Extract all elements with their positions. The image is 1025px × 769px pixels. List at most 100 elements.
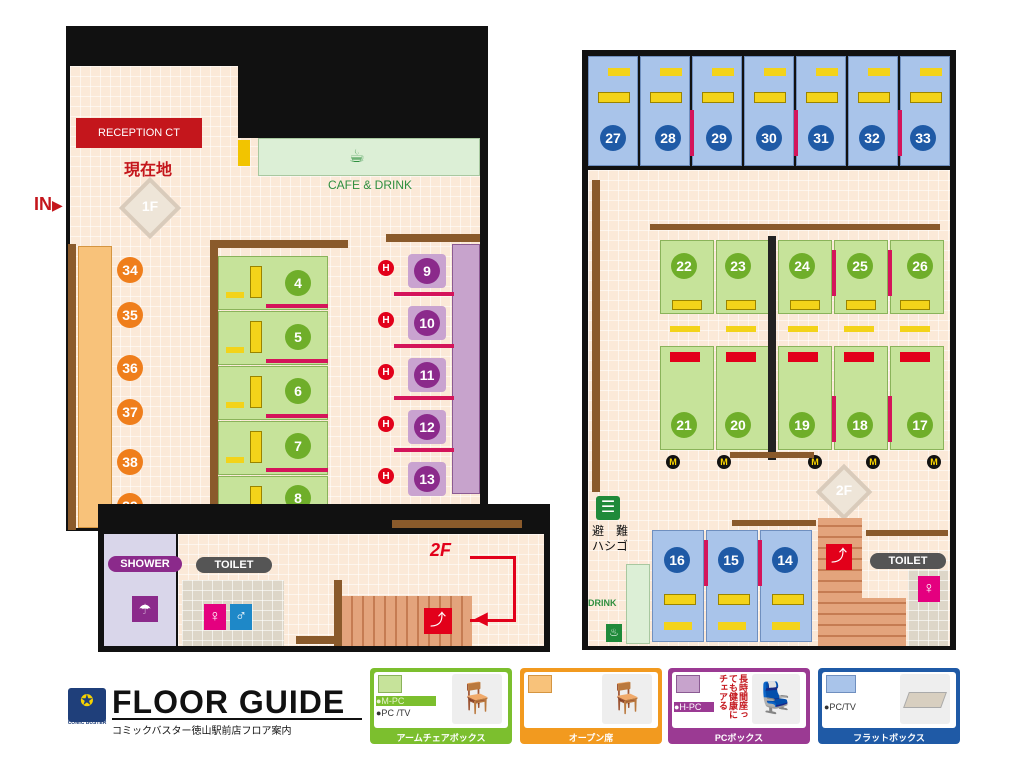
seat-17[interactable]: 17 <box>907 412 933 438</box>
seat-32[interactable]: 32 <box>859 125 885 151</box>
reception-counter <box>76 118 202 148</box>
seat-26[interactable]: 26 <box>907 253 933 279</box>
entrance-text: IN <box>34 194 52 214</box>
2f-flat-bottom-wall <box>732 520 816 526</box>
floor-guide-underline <box>112 718 362 720</box>
legend-pcbox-note: 長時間座っても健康にチェアる <box>718 674 748 719</box>
stairs-icon-2f: ⤴ <box>826 544 852 570</box>
seat-23[interactable]: 23 <box>725 253 751 279</box>
seat-28[interactable]: 28 <box>655 125 681 151</box>
red-monitor-19 <box>788 352 818 362</box>
2f-partition-17 <box>888 396 892 442</box>
monitor-29 <box>712 68 734 76</box>
keyboard-32 <box>858 92 890 103</box>
seat-19[interactable]: 19 <box>789 412 815 438</box>
toilet-male-icon: ♂ <box>230 604 252 630</box>
seat-9[interactable]: 9 <box>414 258 440 284</box>
armchair-box-21[interactable] <box>660 346 714 450</box>
seat-4[interactable]: 4 <box>285 270 311 296</box>
pcbox-wall-top <box>386 234 480 242</box>
m-pc-icon-20: M <box>717 455 731 469</box>
open-photo-icon: 🪑 <box>602 674 652 724</box>
pcbox-partition-9 <box>394 292 454 296</box>
stair-wall-1f <box>334 580 342 646</box>
seat-11[interactable]: 11 <box>414 362 440 388</box>
armchair-wall-top <box>210 240 348 248</box>
h-pc-icon-11: H <box>378 364 394 380</box>
seat-16[interactable]: 16 <box>664 547 690 573</box>
m-pc-icon-18: M <box>866 455 880 469</box>
drink-label: DRINK <box>588 598 617 608</box>
h-pc-icon-10: H <box>378 312 394 328</box>
seat-37[interactable]: 37 <box>117 399 143 425</box>
legend-flat-line1: ●PC/TV <box>824 702 856 712</box>
keyboard-26 <box>900 300 930 310</box>
keyboard-5 <box>250 321 262 353</box>
seat-38[interactable]: 38 <box>117 449 143 475</box>
stairs-2f-label: 2F <box>430 540 452 560</box>
pcbox-partition-10 <box>394 344 454 348</box>
seat-7[interactable]: 7 <box>285 433 311 459</box>
seat-27[interactable]: 27 <box>600 125 626 151</box>
brown-ledge-1f <box>392 520 522 528</box>
legend-flat-title: フラットボックス <box>853 732 925 743</box>
toilet-female-icon: ♀ <box>204 604 226 630</box>
seat-30[interactable]: 30 <box>756 125 782 151</box>
red-monitor-17 <box>900 352 930 362</box>
h-pc-icon-13: H <box>378 468 394 484</box>
seat-24[interactable]: 24 <box>789 253 815 279</box>
floor-2f-marker-label: 2F <box>835 482 853 498</box>
monitor-23 <box>726 326 756 332</box>
floor-1f-top-block <box>238 30 484 138</box>
red-monitor-18 <box>844 352 874 362</box>
seat-20[interactable]: 20 <box>725 412 751 438</box>
monitor-28 <box>660 68 682 76</box>
seat-31[interactable]: 31 <box>808 125 834 151</box>
2f-partition-24 <box>832 250 836 296</box>
seat-12[interactable]: 12 <box>414 414 440 440</box>
seat-22[interactable]: 22 <box>671 253 697 279</box>
2f-armchair-divider <box>768 236 776 460</box>
keyboard-22 <box>672 300 702 310</box>
flat-partition-15 <box>704 540 708 586</box>
seat-21[interactable]: 21 <box>671 412 697 438</box>
seat-35[interactable]: 35 <box>117 302 143 328</box>
seat-10[interactable]: 10 <box>414 310 440 336</box>
stairs-route-line <box>470 556 516 622</box>
pcbox-strip <box>452 244 480 494</box>
seat-14[interactable]: 14 <box>772 547 798 573</box>
seat-15[interactable]: 15 <box>718 547 744 573</box>
armchair-box-7[interactable] <box>218 421 328 475</box>
legend-pcbox-swatch <box>676 675 700 693</box>
legend-flat-swatch <box>826 675 856 693</box>
seat-29[interactable]: 29 <box>706 125 732 151</box>
2f-partition-25 <box>888 250 892 296</box>
seat-5[interactable]: 5 <box>285 324 311 350</box>
flat-partition-28 <box>690 110 694 156</box>
m-pc-icon-19: M <box>808 455 822 469</box>
armchair-box-5[interactable] <box>218 311 328 365</box>
legend-open-swatch <box>528 675 552 693</box>
evac-ladder-icon: ☰ <box>596 496 620 520</box>
seat-25[interactable]: 25 <box>847 253 873 279</box>
seat-6[interactable]: 6 <box>285 378 311 404</box>
seat-18[interactable]: 18 <box>847 412 873 438</box>
reception-label: RECEPTION CT <box>98 127 180 139</box>
seat-36[interactable]: 36 <box>117 355 143 381</box>
seat-33[interactable]: 33 <box>910 125 936 151</box>
armchair-box-4[interactable] <box>218 256 328 310</box>
monitor-33 <box>920 68 942 76</box>
seat-34[interactable]: 34 <box>117 257 143 283</box>
keyboard-6 <box>250 376 262 408</box>
evac-label-2: ハシゴ <box>592 539 629 553</box>
cafe-cup-icon: ☕ <box>348 146 366 166</box>
seat-13[interactable]: 13 <box>414 466 440 492</box>
monitor-32 <box>868 68 890 76</box>
open-seat-wall <box>68 244 76 530</box>
m-pc-icon-21: M <box>666 455 680 469</box>
keyboard-4 <box>250 266 262 298</box>
monitor-6 <box>226 402 244 408</box>
floor-guide-title: FLOOR GUIDE <box>112 684 346 720</box>
armchair-box-6[interactable] <box>218 366 328 420</box>
open-seat-desk <box>78 246 112 528</box>
